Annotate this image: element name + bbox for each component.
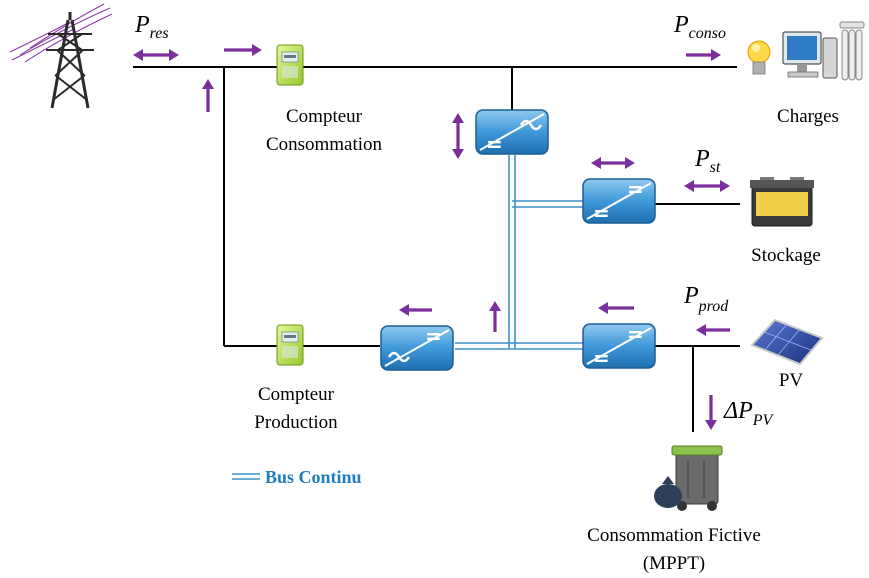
production-meter-icon [276,324,304,366]
svg-text:=: = [593,346,610,370]
inverter-left-arrow [399,304,432,316]
pv-converter-icon: = = [582,322,656,370]
solar-panel-icon [750,318,824,366]
storage-converter-arrow [591,157,635,169]
svg-text:=: = [627,322,644,346]
p-res-label: Pres [134,12,169,42]
pv-label: PV [779,370,804,391]
storage-converter-icon: = = [582,177,656,225]
compteur-production-line2: Production [254,412,338,433]
dc-bus [455,155,583,350]
p-conso-arrow [686,49,721,61]
consommation-fictive-line2: (MPPT) [643,553,705,574]
svg-text:=: = [593,201,610,225]
grid-converter-arrow [452,113,464,159]
svg-text:=: = [425,324,442,348]
charges-label: Charges [777,106,839,127]
radiator-icon [839,21,865,81]
grid-converter-icon: = [475,109,549,156]
power-pylon-icon [9,3,113,109]
pv-converter-left-arrow [598,302,634,314]
production-up-arrow [202,79,214,112]
compteur-consommation-line1: Compteur [286,106,363,127]
p-prod-arrow [696,324,730,336]
p-conso-label: Pconso [673,12,726,42]
consommation-fictive-line1: Consommation Fictive [587,525,761,546]
delta-pv-arrow [705,395,717,430]
compteur-consommation-line2: Consommation [266,134,383,155]
light-bulb-icon [747,40,771,75]
consumption-meter-icon [276,44,304,86]
battery-icon [750,177,814,227]
inverter-converter-icon: = [380,324,454,371]
compteur-production-line1: Compteur [258,384,335,405]
bus-legend-label: Bus Continu [265,467,362,487]
grid-to-meter-arrow [224,44,262,56]
p-res-arrow [133,49,179,61]
stockage-label: Stockage [751,245,821,266]
trash-bin-icon [654,445,723,511]
bus-up-arrow [489,301,501,332]
bus-legend: Bus Continu [232,467,362,487]
computer-icon [782,31,838,79]
svg-text:=: = [486,132,503,156]
p-prod-label: Pprod [683,283,729,315]
wires [133,66,740,432]
p-st-label: Pst [694,146,721,176]
delta-pv-label: ΔPPV [723,398,775,429]
p-st-arrow [684,180,730,192]
svg-text:=: = [627,177,644,201]
